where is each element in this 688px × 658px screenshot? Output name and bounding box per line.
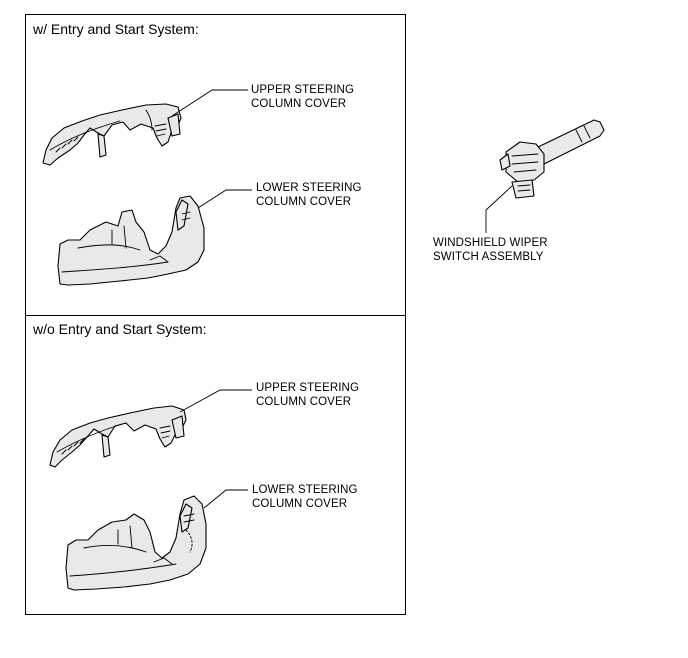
callout-lower-cover-1-line1: LOWER STEERING: [256, 182, 362, 194]
windshield-wiper-switch-illustration: [499, 119, 605, 199]
leader-lower-cover-2: [203, 489, 248, 509]
upper-steering-column-cover-illustration-2: [49, 405, 187, 468]
callout-upper-cover-1-line1: UPPER STEERING: [251, 84, 355, 96]
leader-upper-cover-1: [171, 89, 248, 117]
leader-upper-cover-2: [179, 389, 252, 413]
upper-steering-column-cover-illustration-1: [42, 103, 182, 166]
callout-lower-cover-2: LOWER STEERING COLUMN COVER: [252, 483, 358, 511]
leader-lower-cover-1: [197, 189, 252, 209]
panel-title-without-entry: w/o Entry and Start System:: [33, 321, 207, 337]
callout-upper-cover-2-line1: UPPER STEERING: [256, 382, 360, 394]
panel-title-with-entry: w/ Entry and Start System:: [33, 21, 199, 37]
callout-upper-cover-1: UPPER STEERING COLUMN COVER: [251, 83, 354, 111]
lower-steering-column-cover-illustration-1: [57, 195, 205, 286]
callout-upper-cover-2: UPPER STEERING COLUMN COVER: [256, 381, 359, 409]
lower-steering-column-cover-illustration-2: [65, 495, 207, 591]
callout-upper-cover-2-line2: COLUMN COVER: [256, 396, 352, 408]
callout-wiper-switch-line1: WINDSHIELD WIPER: [433, 237, 548, 249]
callout-lower-cover-1-line2: COLUMN COVER: [256, 196, 352, 208]
panel-without-entry-start: [25, 315, 406, 615]
callout-upper-cover-1-line2: COLUMN COVER: [251, 98, 347, 110]
callout-wiper-switch-line2: SWITCH ASSEMBLY: [433, 251, 544, 263]
callout-wiper-switch: WINDSHIELD WIPER SWITCH ASSEMBLY: [433, 236, 548, 264]
callout-lower-cover-2-line2: COLUMN COVER: [252, 498, 348, 510]
callout-lower-cover-2-line1: LOWER STEERING: [252, 484, 358, 496]
leader-wiper-switch: [485, 185, 513, 233]
callout-lower-cover-1: LOWER STEERING COLUMN COVER: [256, 181, 362, 209]
